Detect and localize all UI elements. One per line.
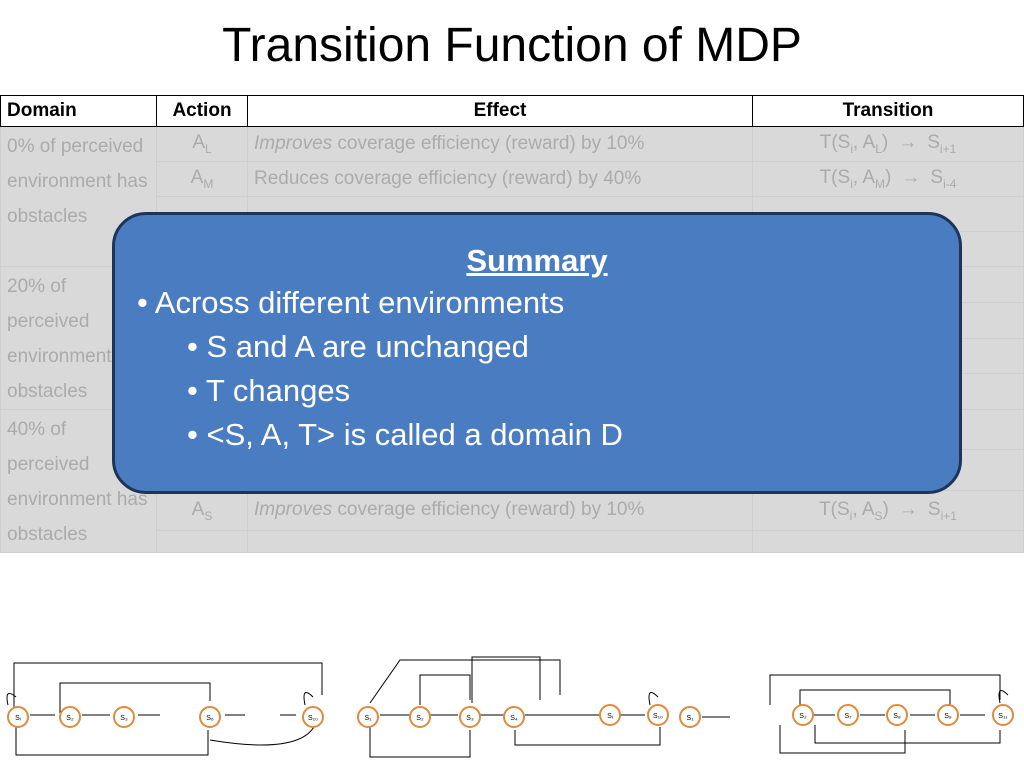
table-row [1, 530, 1024, 553]
summary-sub-bullet: • T changes [187, 373, 351, 408]
state-node [503, 706, 525, 728]
header-domain: Domain [0, 95, 157, 127]
state-node [459, 706, 481, 728]
state-label: S₂ [416, 715, 424, 722]
state-node [886, 704, 908, 726]
state-node [679, 706, 701, 728]
summary-bullet: • Across different environments [137, 285, 565, 320]
state-label: S₆ [206, 715, 214, 722]
state-node [199, 706, 221, 728]
action-cell: AL [156, 126, 248, 162]
state-node [792, 704, 814, 726]
header-action: Action [156, 95, 248, 127]
effect-cell: Reduces coverage efficiency (reward) by … [247, 161, 753, 197]
state-node [113, 706, 135, 728]
table-row: AS Improves coverage efficiency (reward)… [1, 489, 1024, 532]
state-label: S₈ [893, 713, 901, 720]
state-label: S₁ [686, 715, 694, 722]
state-label: S₉ [944, 713, 952, 720]
state-diagrams: Sᵢ S₂ S₃ S₆ S₁₀ S₁ S₂ S₃ S₄ Sᵢ S₁₀ [6, 656, 1014, 758]
summary-callout: Summary • Across different environments … [112, 212, 962, 494]
state-node [409, 706, 431, 728]
middle-state-diagram [369, 656, 661, 758]
state-node [302, 706, 324, 728]
table-header-row: Domain Action Effect Transition [0, 95, 1024, 127]
state-label: S₁ [364, 715, 372, 722]
state-label: Sᵢ [15, 715, 21, 722]
state-label: S₂ [799, 713, 807, 720]
summary-heading: Summary [466, 243, 608, 278]
state-node [647, 704, 669, 726]
state-label: S₁₁ [998, 713, 1008, 720]
effect-cell: Improves coverage efficiency (reward) by… [247, 126, 753, 162]
header-effect: Effect [247, 95, 753, 127]
transition-cell: T(Si, AM)→Si-4 [752, 161, 1024, 197]
state-node [357, 706, 379, 728]
summary-sub-bullet: • S and A are unchanged [187, 329, 529, 364]
slide-title: Transition Function of MDP [222, 19, 802, 72]
transition-cell: T(Si, AS)→Si+1 [752, 489, 1024, 532]
state-label: Sᵢ [607, 713, 613, 720]
table-row: 0% of perceived environment has obstacle… [0, 126, 1024, 267]
state-label: S₁₀ [308, 715, 318, 722]
state-node [59, 706, 81, 728]
arrow-icon: → [898, 498, 918, 520]
state-label: S₃ [120, 715, 128, 722]
arrow-icon: → [901, 167, 921, 189]
state-label: S₃ [466, 715, 474, 722]
state-node [837, 704, 859, 726]
arrow-icon: → [898, 132, 918, 154]
state-label: S₂ [66, 715, 74, 722]
right-state-diagram [702, 674, 1009, 754]
state-label: S₁₀ [653, 713, 663, 720]
action-cell: AS [156, 489, 248, 532]
state-node [599, 704, 621, 726]
left-state-diagram [6, 662, 323, 756]
header-transition: Transition [752, 95, 1024, 127]
effect-cell: Improves coverage efficiency (reward) by… [247, 489, 753, 532]
action-cell: AM [156, 161, 248, 197]
summary-sub-bullet: • <S, A, T> is called a domain D [187, 417, 623, 452]
state-node [937, 704, 959, 726]
state-node [992, 704, 1014, 726]
state-label: S₇ [844, 713, 852, 720]
table-row: AM Reduces coverage efficiency (reward) … [1, 161, 1024, 197]
transition-cell: T(Si, AL)→Si+1 [752, 126, 1024, 162]
state-node [7, 706, 29, 728]
state-label: S₄ [510, 715, 518, 722]
